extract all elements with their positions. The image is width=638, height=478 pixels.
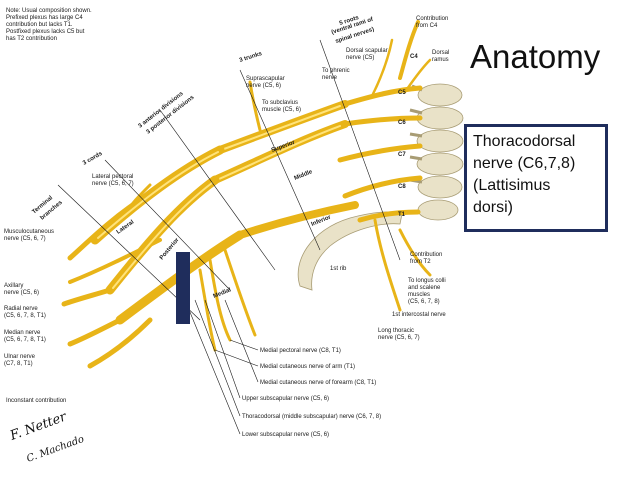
legend-text: Inconstant contribution	[6, 398, 66, 404]
label: Thoracodorsal (middle subscapular) nerve…	[242, 414, 381, 420]
root-label: C5	[398, 90, 406, 96]
callout-line: dorsi)	[473, 199, 514, 216]
label: To longus colli	[408, 278, 446, 284]
root-labels: C4 C5 C6 C7 C8 T1	[398, 54, 418, 218]
top-labels: Contribution from C4 Dorsal ramus Dorsal…	[92, 16, 449, 187]
root-label: C7	[398, 152, 406, 158]
signature-text: F. Netter	[7, 409, 69, 444]
label: Axillary	[4, 283, 23, 289]
label: Lower subscapular nerve (C5, 6)	[242, 432, 329, 438]
label: To subclavius	[262, 100, 298, 106]
label: nerve (C5, 6, 7)	[4, 236, 46, 242]
label: Ulnar nerve	[4, 354, 36, 360]
label: nerve (C5, 6)	[4, 290, 39, 296]
callout-line: Thoracodorsal	[473, 133, 576, 150]
label: muscles	[408, 292, 430, 298]
label: Upper subscapular nerve (C5, 6)	[242, 396, 329, 402]
label: Dorsal	[432, 50, 449, 56]
label: nerve	[322, 75, 338, 81]
label: Musculocutaneous	[4, 229, 54, 235]
root-label: C6	[398, 120, 406, 126]
label: (C5, 6, 7, 8, T1)	[4, 337, 46, 343]
label: from T2	[410, 259, 431, 265]
nerve-cords	[61, 80, 432, 369]
note-line: Note: Usual composition shown.	[6, 8, 92, 14]
bottom-leaders	[184, 299, 259, 435]
label: Long thoracic	[378, 328, 414, 334]
note-line: contribution but lacks T1.	[6, 22, 73, 28]
label: To phrenic	[322, 68, 350, 74]
note-line: has T2 contribution	[6, 36, 57, 42]
label: 1st rib	[330, 266, 347, 272]
note-line: Postfixed plexus lacks C5 but	[6, 29, 85, 35]
label: 1st intercostal nerve	[392, 312, 446, 318]
label: (C5, 6, 7, 8)	[408, 299, 440, 305]
header-leaders	[57, 39, 401, 321]
vertebral-column	[409, 83, 464, 221]
label: from C4	[416, 23, 438, 29]
nerve-trunks	[211, 100, 359, 239]
cords-header: 3 cords	[82, 151, 104, 167]
bottom-labels: Medial pectoral nerve (C8, T1) Medial cu…	[242, 348, 381, 438]
signature-text: C. Machado	[25, 434, 85, 465]
right-labels: Contribution from T2 To longus colli and…	[330, 252, 446, 341]
label: (C5, 6, 7, 8, T1)	[4, 313, 46, 319]
label: (C7, 8, T1)	[4, 361, 33, 367]
trunk-label: Middle	[294, 169, 314, 182]
label: Radial nerve	[4, 306, 38, 312]
root-label: C8	[398, 184, 406, 190]
root-label: C4	[410, 54, 418, 60]
label: Medial pectoral nerve (C8, T1)	[260, 348, 341, 354]
label: Median nerve	[4, 330, 41, 336]
label: Medial cutaneous nerve of forearm (C8, T…	[260, 380, 376, 386]
trunks-header: 3 trunks	[239, 51, 264, 64]
label: Medial cutaneous nerve of arm (T1)	[260, 364, 355, 370]
highlight-marker	[176, 252, 190, 324]
label: nerve (C5, 6)	[246, 83, 281, 89]
label: Suprascapular	[246, 76, 285, 82]
label: Lateral pectoral	[92, 174, 133, 180]
label: muscle (C5, 6)	[262, 107, 301, 113]
note-line: Prefixed plexus has large C4	[6, 15, 83, 21]
composition-note: Note: Usual composition shown. Prefixed …	[6, 8, 92, 42]
artist-signature: F. Netter C. Machado	[7, 409, 85, 464]
callout-line: nerve (C6,7,8)	[473, 155, 576, 172]
label: Contribution	[416, 16, 448, 22]
label: Contribution	[410, 252, 442, 258]
callout-line: (Lattisimus	[473, 177, 551, 194]
label: nerve (C5, 6, 7)	[92, 181, 134, 187]
label: ramus	[432, 57, 449, 63]
nerve-roots	[337, 20, 432, 223]
label: nerve (C5)	[346, 55, 374, 61]
slide-title: Anatomy	[470, 38, 601, 75]
label: and scalene	[408, 285, 441, 291]
left-labels: Musculocutaneous nerve (C5, 6, 7) Axilla…	[4, 229, 54, 367]
root-label: T1	[398, 212, 406, 218]
callout-box: Thoracodorsal nerve (C6,7,8) (Lattisimus…	[464, 124, 608, 232]
label: nerve (C5, 6, 7)	[378, 335, 420, 341]
label: Dorsal scapular	[346, 48, 388, 54]
